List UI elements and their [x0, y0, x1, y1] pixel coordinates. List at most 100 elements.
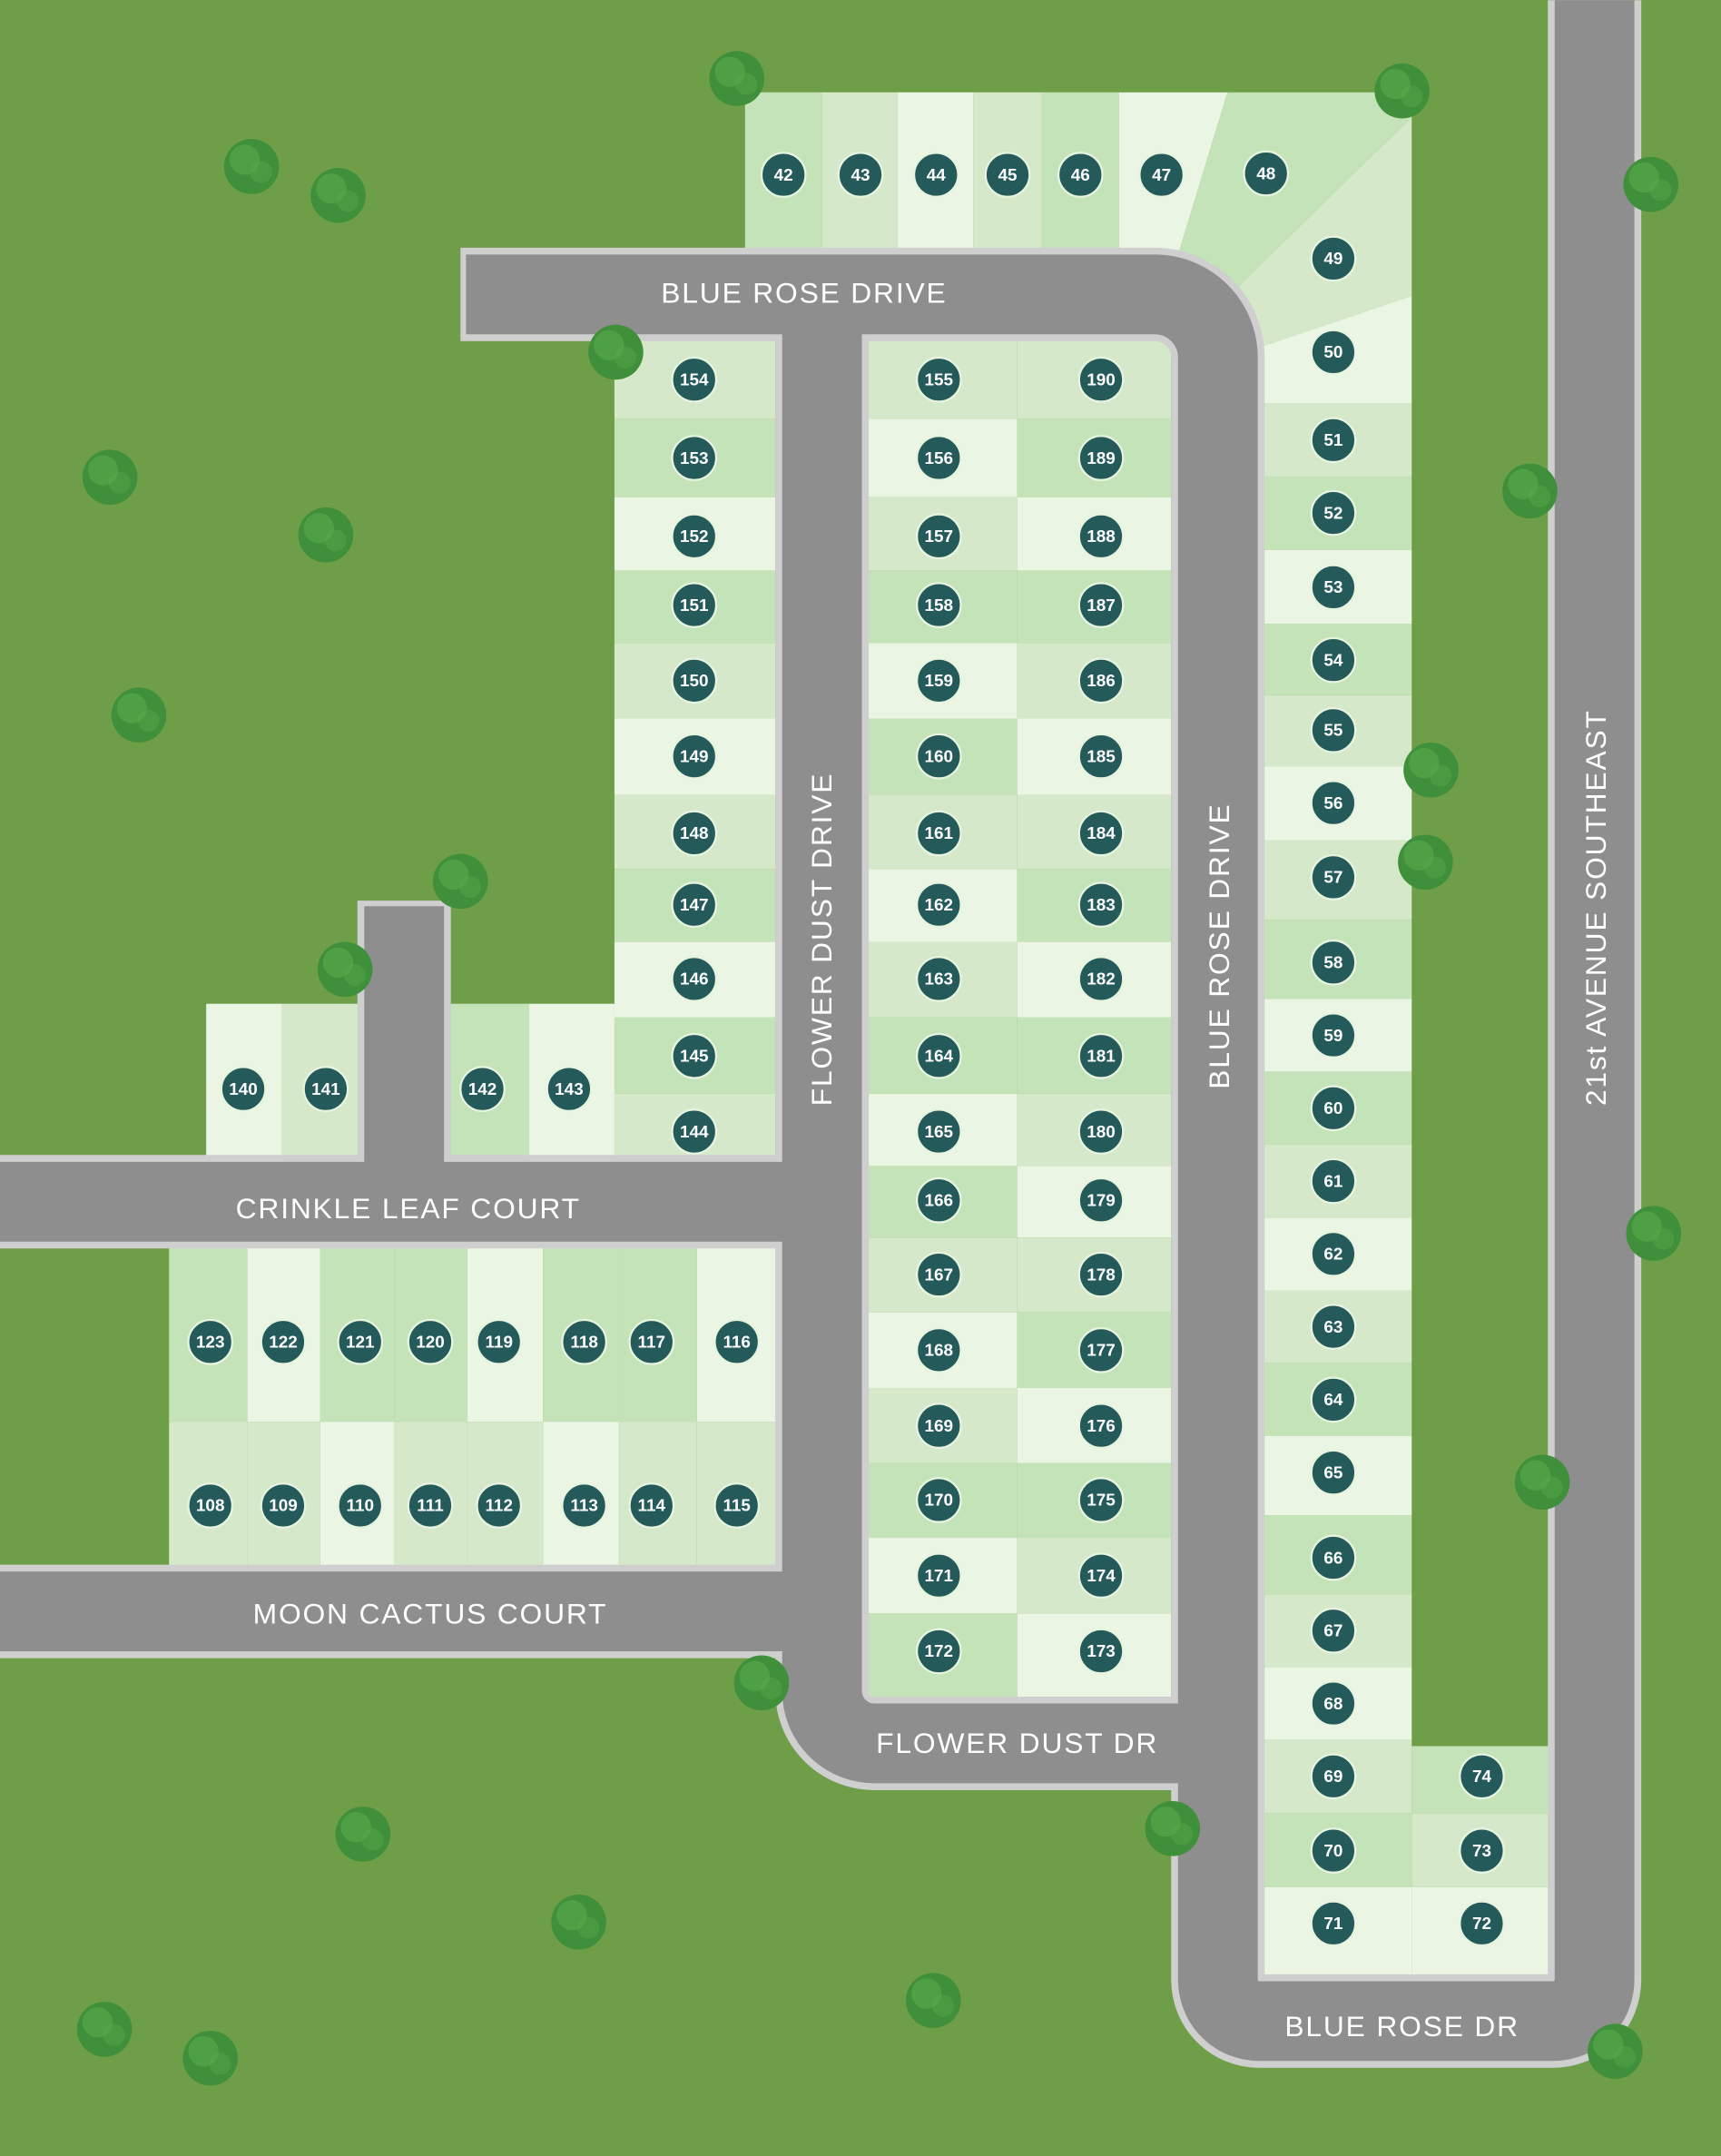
lot-marker[interactable]: 157 [915, 513, 962, 560]
lot-marker[interactable]: 144 [671, 1108, 718, 1155]
lot-parcel[interactable] [1179, 92, 1412, 292]
lot-marker[interactable]: 72 [1459, 1900, 1505, 1947]
lot-marker[interactable]: 109 [260, 1482, 307, 1529]
lot-marker[interactable]: 71 [1310, 1900, 1357, 1947]
lot-marker[interactable]: 73 [1459, 1827, 1505, 1874]
lot-marker[interactable]: 180 [1077, 1108, 1125, 1155]
lot-marker[interactable]: 181 [1077, 1032, 1125, 1079]
lot-marker[interactable]: 110 [337, 1482, 384, 1529]
lot-marker[interactable]: 177 [1077, 1326, 1125, 1373]
lot-marker[interactable]: 156 [915, 435, 962, 481]
lot-marker[interactable]: 62 [1310, 1230, 1357, 1277]
lot-marker[interactable]: 169 [915, 1403, 962, 1450]
lot-marker[interactable]: 150 [671, 657, 718, 704]
lot-marker[interactable]: 186 [1077, 657, 1125, 704]
lot-marker[interactable]: 120 [407, 1318, 454, 1365]
lot-marker[interactable]: 174 [1077, 1552, 1125, 1600]
lot-marker[interactable]: 176 [1077, 1403, 1125, 1450]
lot-marker[interactable]: 50 [1310, 329, 1357, 376]
lot-marker[interactable]: 160 [915, 733, 962, 780]
lot-marker[interactable]: 146 [671, 956, 718, 1002]
lot-marker[interactable]: 108 [187, 1482, 234, 1529]
lot-marker[interactable]: 61 [1310, 1157, 1357, 1205]
lot-marker[interactable]: 155 [915, 356, 962, 403]
lot-marker[interactable]: 114 [628, 1482, 675, 1529]
lot-marker[interactable]: 148 [671, 810, 718, 857]
lot-marker[interactable]: 121 [337, 1318, 384, 1365]
lot-marker[interactable]: 152 [671, 513, 718, 560]
lot-marker[interactable]: 68 [1310, 1680, 1357, 1727]
lot-marker[interactable]: 153 [671, 435, 718, 481]
lot-marker[interactable]: 149 [671, 733, 718, 780]
lot-marker[interactable]: 54 [1310, 636, 1357, 684]
lot-marker[interactable]: 64 [1310, 1376, 1357, 1423]
lot-marker[interactable]: 145 [671, 1032, 718, 1079]
lot-marker[interactable]: 164 [915, 1032, 962, 1079]
lot-marker[interactable]: 113 [561, 1482, 607, 1529]
lot-marker[interactable]: 170 [915, 1477, 962, 1523]
lot-marker[interactable]: 42 [760, 152, 807, 198]
lot-marker[interactable]: 118 [561, 1318, 607, 1365]
lot-marker[interactable]: 154 [671, 356, 718, 403]
lot-marker[interactable]: 142 [459, 1066, 506, 1112]
lot-marker[interactable]: 158 [915, 582, 962, 628]
lot-marker[interactable]: 175 [1077, 1477, 1125, 1523]
lot-marker[interactable]: 65 [1310, 1449, 1357, 1496]
lot-marker[interactable]: 140 [220, 1066, 267, 1112]
lot-marker[interactable]: 57 [1310, 854, 1357, 901]
lot-marker[interactable]: 59 [1310, 1012, 1357, 1058]
lot-marker[interactable]: 55 [1310, 706, 1357, 753]
lot-marker[interactable]: 56 [1310, 780, 1357, 826]
lot-marker[interactable]: 111 [407, 1482, 454, 1529]
lot-marker[interactable]: 51 [1310, 417, 1357, 464]
lot-marker[interactable]: 190 [1077, 356, 1125, 403]
lot-marker[interactable]: 119 [476, 1318, 523, 1365]
lot-marker[interactable]: 58 [1310, 939, 1357, 986]
lot-marker[interactable]: 52 [1310, 489, 1357, 537]
lot-marker[interactable]: 43 [837, 152, 884, 198]
lot-marker[interactable]: 173 [1077, 1628, 1125, 1675]
lot-marker[interactable]: 151 [671, 582, 718, 628]
lot-marker[interactable]: 44 [912, 152, 959, 198]
lot-marker[interactable]: 45 [984, 152, 1031, 198]
lot-marker[interactable]: 141 [302, 1066, 349, 1112]
lot-marker[interactable]: 184 [1077, 810, 1125, 857]
lot-marker[interactable]: 122 [260, 1318, 307, 1365]
lot-marker[interactable]: 63 [1310, 1304, 1357, 1350]
lot-marker[interactable]: 183 [1077, 881, 1125, 929]
lot-marker[interactable]: 47 [1138, 152, 1185, 198]
lot-marker[interactable]: 74 [1459, 1753, 1505, 1800]
lot-marker[interactable]: 69 [1310, 1753, 1357, 1800]
lot-marker[interactable]: 187 [1077, 582, 1125, 628]
lot-marker[interactable]: 167 [915, 1251, 962, 1298]
lot-marker[interactable]: 182 [1077, 956, 1125, 1002]
lot-marker[interactable]: 48 [1243, 150, 1290, 197]
lot-marker[interactable]: 185 [1077, 733, 1125, 780]
lot-marker[interactable]: 163 [915, 956, 962, 1002]
lot-marker[interactable]: 49 [1310, 235, 1357, 282]
lot-marker[interactable]: 67 [1310, 1607, 1357, 1654]
lot-marker[interactable]: 168 [915, 1326, 962, 1373]
lot-marker[interactable]: 147 [671, 881, 718, 929]
lot-marker[interactable]: 123 [187, 1318, 234, 1365]
lot-marker[interactable]: 46 [1057, 152, 1104, 198]
lot-marker[interactable]: 159 [915, 657, 962, 704]
lot-marker[interactable]: 166 [915, 1176, 962, 1224]
lot-marker[interactable]: 188 [1077, 513, 1125, 560]
lot-marker[interactable]: 115 [713, 1482, 761, 1529]
lot-marker[interactable]: 112 [476, 1482, 523, 1529]
lot-marker[interactable]: 66 [1310, 1534, 1357, 1581]
lot-marker[interactable]: 172 [915, 1628, 962, 1675]
lot-marker[interactable]: 179 [1077, 1176, 1125, 1224]
lot-marker[interactable]: 143 [546, 1066, 593, 1112]
lot-marker[interactable]: 116 [713, 1318, 761, 1365]
lot-marker[interactable]: 53 [1310, 564, 1357, 611]
lot-marker[interactable]: 117 [628, 1318, 675, 1365]
lot-marker[interactable]: 161 [915, 810, 962, 857]
lot-marker[interactable]: 171 [915, 1552, 962, 1600]
lot-marker[interactable]: 165 [915, 1108, 962, 1155]
lot-marker[interactable]: 178 [1077, 1251, 1125, 1298]
lot-marker[interactable]: 189 [1077, 435, 1125, 481]
lot-marker[interactable]: 60 [1310, 1085, 1357, 1132]
lot-parcel[interactable] [1233, 116, 1412, 347]
